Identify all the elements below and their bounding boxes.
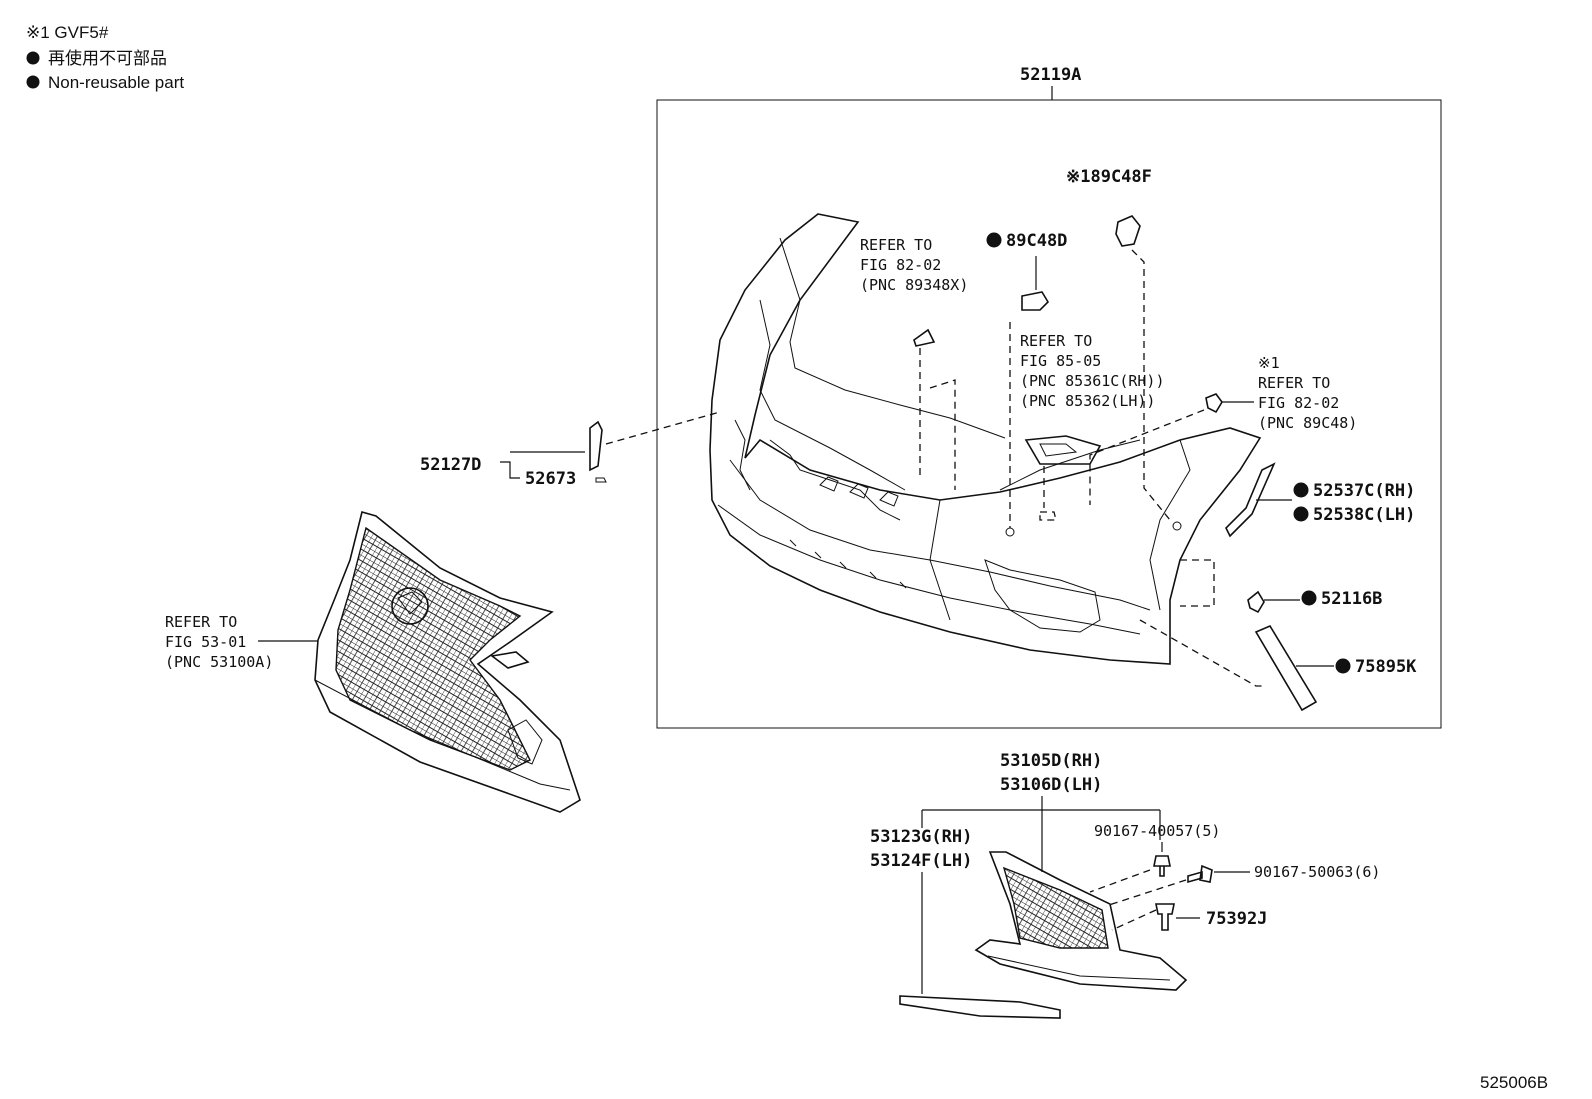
strip-75895k [1254, 624, 1318, 712]
label-52538c: 52538C(LH) [1313, 505, 1415, 525]
refer1-line3: (PNC 89348X) [860, 276, 968, 294]
dash-line-89c48 [1089, 409, 1205, 505]
non-reusable-bullet-icon [1293, 506, 1309, 522]
label-53105d: 53105D(RH) [1000, 751, 1102, 771]
refer4-line1: REFER TO [165, 613, 237, 631]
assembly-box-52119a [656, 99, 1442, 729]
label-52127d: 52127D [420, 455, 481, 475]
refer2-line2: FIG 85-05 [1020, 352, 1101, 370]
label-53123g: 53123G(RH) [870, 827, 972, 847]
leader-53105d [921, 796, 1161, 872]
non-reusable-bullet-icon [986, 232, 1002, 248]
non-reusable-bullet-icon [26, 75, 40, 89]
label-90167-40057: 90167-40057(5) [1094, 822, 1220, 840]
refer4-line3: (PNC 53100A) [165, 653, 273, 671]
label-89c48d: 89C48D [1006, 231, 1067, 251]
fog-lamp-cover [974, 851, 1188, 991]
radiator-grille [314, 511, 581, 813]
retainer-52116b [1247, 590, 1265, 614]
clip-52673 [595, 477, 607, 483]
moulding-52537c [1225, 462, 1276, 538]
label-75392j: 75392J [1206, 909, 1267, 929]
refer1-line1: REFER TO [860, 236, 932, 254]
front-bumper-cover [709, 213, 1262, 665]
refer2-line1: REFER TO [1020, 332, 1092, 350]
fog-lamp-inner [1039, 443, 1078, 457]
figure-code: 525006B [1480, 1073, 1548, 1092]
dash-line-fog-lamp [1039, 466, 1057, 521]
clip-75392j [1155, 903, 1175, 931]
note-non-reusable-jp: 再使用不可部品 [48, 48, 167, 68]
bolt-90167-40057 [1153, 855, 1171, 877]
clip-89c48 [1205, 393, 1223, 414]
label-52116b: 52116B [1321, 589, 1382, 609]
label-53124f: 53124F(LH) [870, 851, 972, 871]
dash-line-75895k [1139, 619, 1264, 687]
bracket-52127d [589, 420, 603, 472]
label-52119a: 52119A [1020, 65, 1081, 85]
dash-line-52116b [1180, 559, 1215, 607]
label-89c48f: ※189C48F [1066, 167, 1152, 187]
non-reusable-bullet-icon [1335, 658, 1351, 674]
refer2-line4: (PNC 85362(LH)) [1020, 392, 1155, 410]
refer3-line2: FIG 82-02 [1258, 394, 1339, 412]
leader-52127d [500, 451, 585, 479]
non-reusable-bullet-icon [26, 51, 40, 65]
refer3-star: ※1 [1258, 354, 1280, 372]
mount-hole [1005, 527, 1015, 537]
label-52537c: 52537C(RH) [1313, 481, 1415, 501]
non-reusable-bullet-icon [1293, 482, 1309, 498]
note-non-reusable-en: Non-reusable part [48, 73, 184, 92]
label-53106d: 53106D(LH) [1000, 775, 1102, 795]
sensor-89c48f [1115, 215, 1141, 247]
non-reusable-bullet-icon [1301, 590, 1317, 606]
label-75895k: 75895K [1355, 657, 1417, 677]
mount-hole [1172, 521, 1182, 531]
dash-line-89348x [919, 348, 956, 490]
refer3-line3: (PNC 89C48) [1258, 414, 1357, 432]
refer3-line1: REFER TO [1258, 374, 1330, 392]
fog-lamp-bezel [1024, 435, 1102, 465]
garnish-strip-53123g [899, 995, 1061, 1019]
label-52673: 52673 [525, 469, 576, 489]
bolt-90167-50063 [1187, 864, 1213, 884]
bracket-89348x [913, 328, 936, 347]
refer1-line2: FIG 82-02 [860, 256, 941, 274]
refer2-line3: (PNC 85361C(RH)) [1020, 372, 1165, 390]
refer4-line2: FIG 53-01 [165, 633, 246, 651]
label-90167-50063: 90167-50063(6) [1254, 863, 1380, 881]
dash-line-fasteners [1089, 869, 1187, 931]
dash-line-52127d [605, 411, 721, 445]
sensor-89c48d [1021, 291, 1050, 311]
note-gvf5: ※1 GVF5# [26, 23, 109, 42]
